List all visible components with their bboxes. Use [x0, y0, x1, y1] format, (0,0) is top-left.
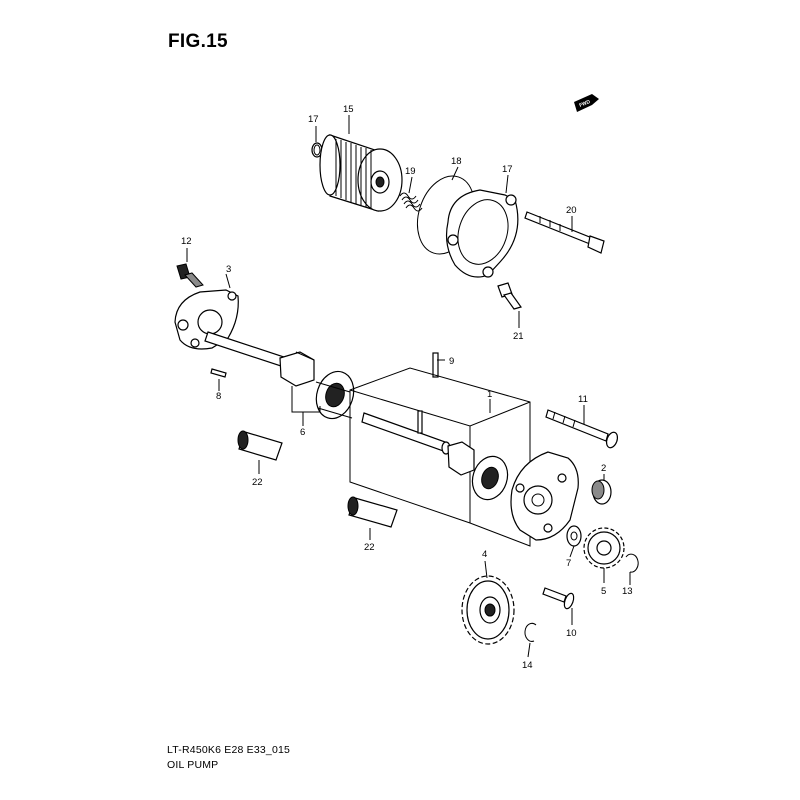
pump-shaft-inner [361, 410, 451, 455]
callout-4: 4 [482, 549, 487, 560]
part-22-dowel-upper [237, 430, 283, 461]
callout-22-upper: 22 [252, 477, 263, 488]
callout-16: 17 [308, 114, 319, 125]
callout-11: 11 [578, 394, 588, 405]
pump-housing-in-assembly [510, 451, 579, 541]
callout-6: 6 [300, 427, 305, 438]
pump-shaft [204, 331, 291, 369]
fwd-label: FWD [578, 99, 591, 109]
callout-12: 12 [181, 236, 192, 247]
part-5-gear [583, 527, 625, 569]
callout-1: 1 [487, 389, 492, 400]
callout-10: 10 [566, 628, 577, 639]
callout-labels: 17 15 19 18 17 20 21 12 3 8 9 6 1 11 2 7… [181, 104, 633, 671]
callout-19: 19 [405, 166, 416, 177]
part-1-pump-assembly-box [349, 367, 531, 547]
part-12-bolt [176, 263, 204, 288]
callout-13: 13 [622, 586, 633, 597]
part-22-dowel-lower [347, 496, 398, 528]
callout-21: 21 [513, 331, 524, 342]
callout-7: 7 [566, 558, 571, 569]
callout-15: 15 [343, 104, 354, 115]
fwd-arrow-icon: FWD [574, 94, 599, 112]
callout-20: 20 [566, 205, 577, 216]
inner-rotor-in-assembly [447, 441, 509, 501]
leader-lines [186, 115, 631, 658]
part-9-pin [432, 352, 439, 378]
part-10-screw [542, 587, 575, 610]
part-7-washer [566, 525, 582, 547]
part-4-large-gear [461, 575, 515, 645]
callout-18: 18 [451, 156, 462, 167]
callout-14: 14 [522, 660, 533, 671]
part-21-bolt [497, 282, 522, 310]
part-11-screw [545, 409, 619, 449]
part-13-circlip [625, 553, 639, 573]
callout-3: 3 [226, 264, 231, 275]
callout-9: 9 [449, 356, 454, 367]
diagram-caption: OIL PUMP [167, 759, 219, 771]
callout-5: 5 [601, 586, 606, 597]
part-14-circlip [524, 622, 537, 642]
part-20-bolt [524, 211, 605, 254]
callout-2: 2 [601, 463, 606, 474]
model-code: LT-R450K6 E28 E33_015 [167, 744, 291, 756]
callout-8: 8 [216, 391, 221, 402]
part-2-bushing [591, 479, 612, 505]
part-19-spring [399, 192, 423, 212]
part-6-rotor-set [279, 351, 355, 420]
figure-title: FIG.15 [168, 31, 228, 52]
part-8-pin [210, 368, 227, 378]
part-15-oil-filter [319, 134, 403, 212]
callout-17: 17 [502, 164, 513, 175]
callout-22-lower: 22 [364, 542, 375, 553]
part-17-filter-cap [445, 189, 519, 278]
